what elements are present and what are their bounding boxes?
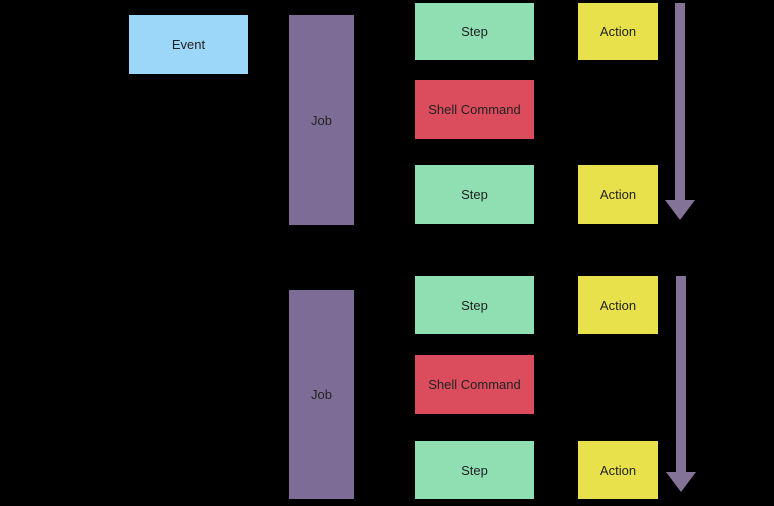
- step-node: Step: [415, 3, 534, 60]
- arrow-down-icon: [665, 200, 695, 220]
- event-node: Event: [129, 15, 248, 74]
- action-node: Action: [578, 276, 658, 334]
- job-node: Job: [289, 15, 354, 225]
- step-node: Step: [415, 441, 534, 499]
- shell-command-node: Shell Command: [415, 80, 534, 139]
- step-node: Step: [415, 276, 534, 334]
- arrow-down-icon: [666, 472, 696, 492]
- job-node: Job: [289, 290, 354, 499]
- arrow-shaft: [675, 3, 685, 200]
- action-node: Action: [578, 3, 658, 60]
- action-node: Action: [578, 441, 658, 499]
- action-node: Action: [578, 165, 658, 224]
- arrow-shaft: [676, 276, 686, 472]
- step-node: Step: [415, 165, 534, 224]
- shell-command-node: Shell Command: [415, 355, 534, 414]
